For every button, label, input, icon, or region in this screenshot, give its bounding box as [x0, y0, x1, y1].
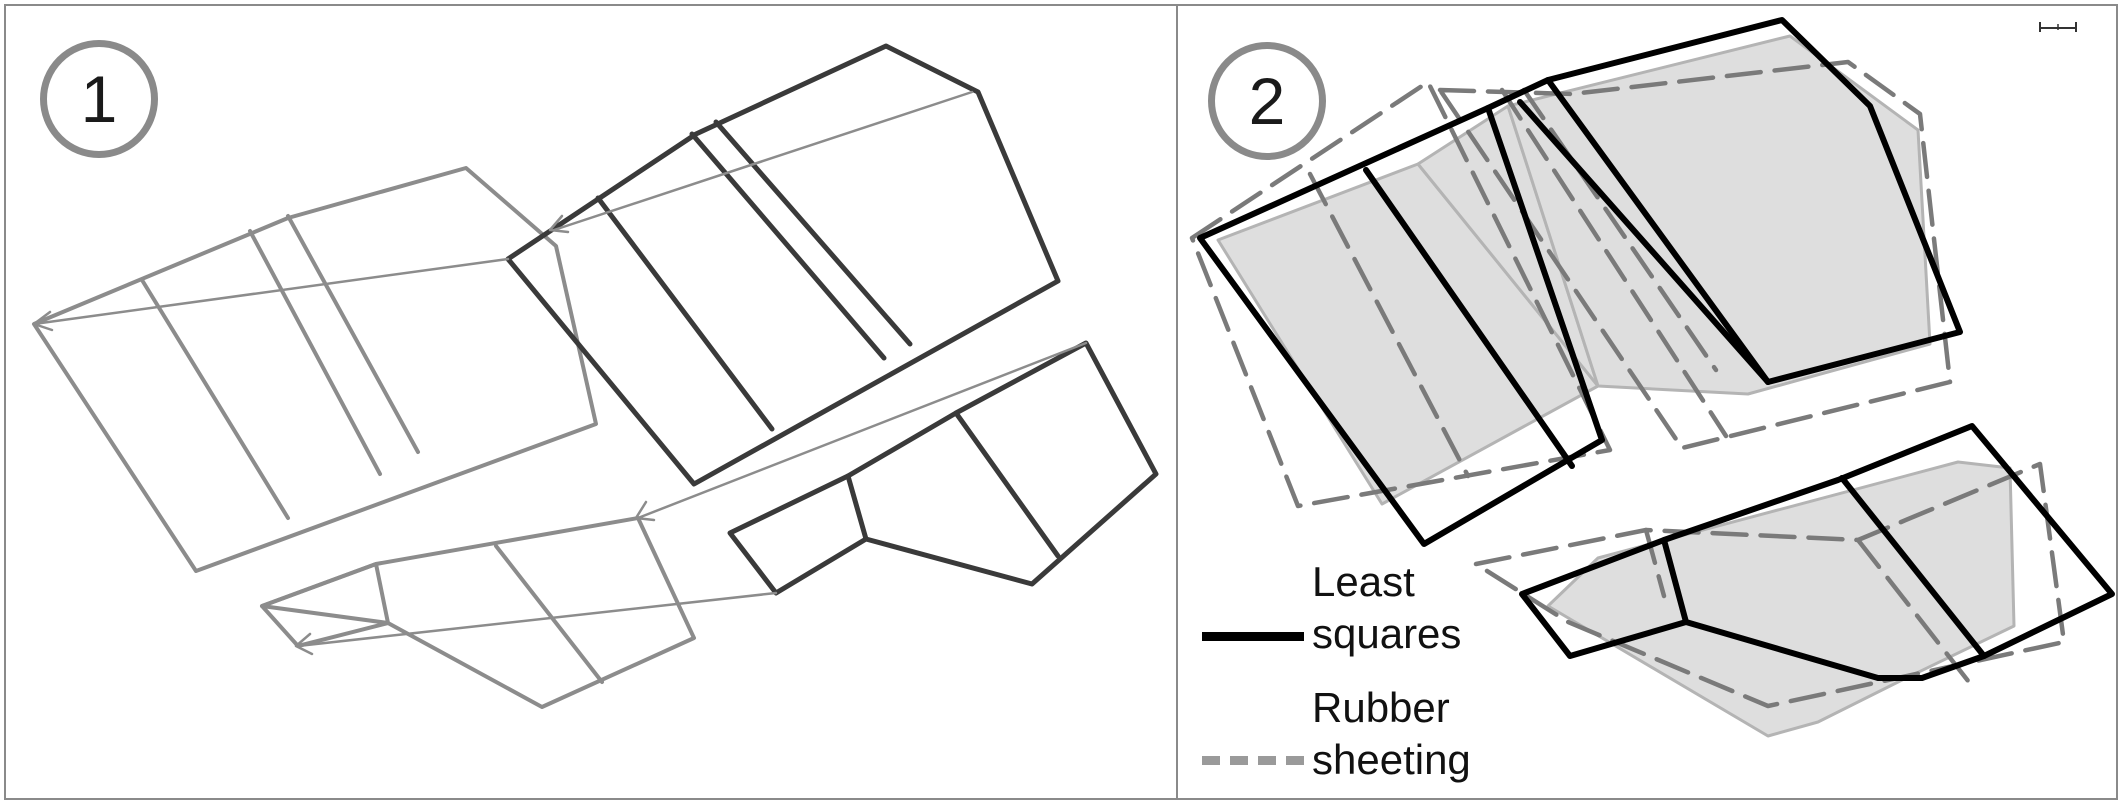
reference-parcel-upper-main — [1506, 34, 1932, 396]
bottom-left-parcel-outline — [260, 516, 696, 709]
bottom-right-parcel-group — [727, 340, 1159, 596]
rubber-sheeting-outlines — [1189, 59, 2067, 709]
rubber-sheeting-divider — [1521, 87, 1719, 373]
legend-line-2: squares — [1312, 610, 1462, 657]
least-squares-divider — [1363, 167, 1575, 469]
scale-bar-icon — [2039, 22, 2077, 32]
arrowhead — [634, 500, 656, 522]
least-squares-outlines — [1197, 17, 2115, 681]
least-squares-divider — [1839, 475, 1987, 659]
least-squares-legend-label: Least squares — [1312, 556, 1461, 660]
right-parcel-divider — [713, 119, 913, 347]
panel-1-drawing — [32, 43, 1159, 709]
left-parcel-group — [32, 166, 598, 573]
legend-line-2: sheeting — [1312, 736, 1471, 783]
left-parcel-outline — [32, 166, 598, 573]
displacement-vector — [32, 257, 510, 326]
rubber-sheeting-legend-swatch — [1202, 756, 1304, 765]
panel-number-badge: 1 — [40, 40, 158, 158]
panel-2: 2 Least squares Rubber sheeting — [1176, 4, 2118, 800]
rubber-sheeting-upper-left — [1189, 79, 1613, 509]
left-parcel-divider — [248, 229, 382, 476]
reference-parcel-lower — [1546, 460, 2016, 738]
arrowhead — [548, 214, 570, 234]
least-squares-divider — [1545, 77, 1771, 385]
left-parcel-divider — [140, 278, 290, 520]
displacement-vector — [552, 90, 974, 232]
panel-number-badge: 2 — [1208, 42, 1326, 160]
right-parcel-group — [505, 43, 1061, 487]
rubber-sheeting-divider — [1499, 87, 1729, 439]
panel-number-label: 1 — [80, 62, 118, 136]
least-squares-lower-main — [1661, 423, 2115, 681]
bottom-right-parcel-divider — [953, 410, 1061, 559]
bottom-right-parcel-divider — [845, 473, 869, 542]
rubber-sheeting-divider — [1307, 171, 1471, 479]
rubber-sheeting-upper-right — [1437, 59, 1953, 451]
panel-number-label: 2 — [1248, 64, 1286, 138]
arrowhead — [32, 310, 54, 332]
least-squares-legend-swatch — [1202, 632, 1304, 641]
least-squares-divider — [1517, 99, 1771, 385]
panel-1: 1 — [4, 4, 1178, 800]
panel-2-drawing — [1189, 17, 2115, 738]
bottom-left-parcel-divider — [494, 544, 604, 684]
legend-line-1: Least — [1312, 558, 1415, 605]
displacement-vectors — [32, 90, 1088, 656]
right-parcel-outline — [505, 43, 1061, 487]
bottom-left-parcel-strip — [260, 562, 390, 648]
bottom-right-parcel-outline — [727, 340, 1159, 596]
least-squares-upper-left — [1197, 105, 1605, 547]
bottom-left-parcel-group — [260, 516, 696, 709]
least-squares-upper-right — [1485, 17, 1963, 385]
rubber-sheeting-divider — [1643, 527, 1667, 599]
right-parcel-divider — [595, 195, 775, 432]
legend-line-1: Rubber — [1312, 684, 1450, 731]
right-parcel-divider — [689, 131, 887, 361]
left-parcel-divider — [286, 214, 420, 454]
displacement-vector — [636, 341, 1088, 520]
rubber-sheeting-legend-label: Rubber sheeting — [1312, 682, 1471, 786]
reference-parcels — [1216, 34, 2016, 738]
rubber-sheeting-divider — [1855, 537, 1975, 689]
arrowhead — [294, 632, 314, 656]
displacement-vector — [296, 591, 778, 648]
